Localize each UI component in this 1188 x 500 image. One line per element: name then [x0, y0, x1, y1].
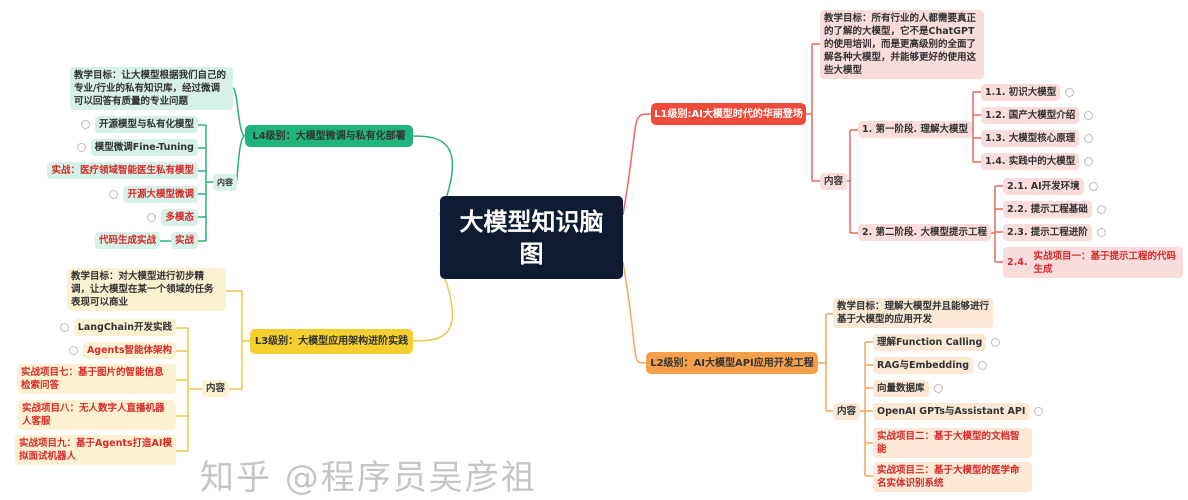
l2-project[interactable]: 实战项目二：基于大模型的文档智能 — [873, 428, 1032, 458]
l2-item[interactable]: 向量数据库 — [873, 380, 943, 397]
item-label: 1.3. 大模型核心原理 — [985, 133, 1076, 144]
l3-item[interactable]: 实战项目八：无人数字人直播机器人客服 — [18, 400, 176, 430]
count-badge-icon — [1096, 228, 1106, 237]
item-label: 多模态 — [165, 212, 194, 223]
l4-item[interactable]: 开源模型与私有化模型 — [80, 116, 198, 133]
l2-item[interactable]: RAG与Embedding — [873, 357, 988, 374]
count-badge-icon — [1065, 88, 1075, 97]
l2-topic[interactable]: L2级别：AI大模型API应用开发工程 — [646, 352, 818, 374]
l1-stage1-item[interactable]: 1.1. 初识大模型 — [981, 84, 1075, 101]
l4-subitem[interactable]: 代码生成实战 — [95, 232, 161, 249]
item-label: 实战项目一：基于提示工程的代码生成 — [1033, 250, 1176, 275]
item-label: OpenAI GPTs与Assistant API — [877, 406, 1026, 417]
l4-item[interactable]: 多模态 — [147, 209, 198, 226]
count-badge-icon — [109, 190, 119, 199]
l1-content[interactable]: 内容 — [820, 173, 848, 190]
watermark: 知乎 @程序员吴彦祖 — [200, 458, 537, 498]
l1-stage2-item[interactable]: 2.3. 提示工程进阶 — [1003, 224, 1106, 241]
count-badge-icon — [933, 384, 943, 393]
count-badge-icon — [1088, 182, 1098, 191]
item-label: 2.1. AI开发环境 — [1007, 181, 1080, 192]
l2-goal[interactable]: 教学目标：理解大模型并且能够进行基于大模型的应用开发 — [833, 298, 993, 328]
l1-stage1[interactable]: 1. 第一阶段. 理解大模型 — [858, 121, 972, 138]
l2-item[interactable]: OpenAI GPTs与Assistant API — [873, 403, 1044, 420]
item-number: 2.4. — [1007, 257, 1028, 268]
l3-item[interactable]: 实战项目七：基于图片的智能信息检索问答 — [17, 364, 176, 394]
item-label: 1.4. 实践中的大模型 — [985, 156, 1076, 167]
item-label: 1.2. 国产大模型介绍 — [985, 110, 1076, 121]
l2-content[interactable]: 内容 — [833, 403, 861, 420]
l1-topic[interactable]: L1级别:AI大模型时代的华丽登场 — [651, 103, 806, 125]
l3-content[interactable]: 内容 — [202, 380, 230, 397]
item-label: LangChain开发实践 — [77, 322, 172, 333]
l3-item[interactable]: LangChain开发实践 — [59, 319, 176, 336]
count-badge-icon — [991, 338, 1001, 347]
item-label: 开源模型与私有化模型 — [98, 119, 194, 130]
l3-topic[interactable]: L3级别：大模型应用架构进阶实践 — [250, 329, 413, 354]
l2-project[interactable]: 实战项目三：基于大模型的医学命名实体识别系统 — [873, 462, 1032, 492]
l4-item[interactable]: 实战 — [170, 232, 198, 249]
item-label: 2.2. 提示工程基础 — [1007, 204, 1088, 215]
count-badge-icon — [59, 323, 69, 332]
l3-goal[interactable]: 教学目标：对大模型进行初步精调，让大模型在某一个领域的任务表现可以商业 — [67, 268, 226, 311]
l1-stage1-item[interactable]: 1.2. 国产大模型介绍 — [981, 107, 1094, 124]
l4-topic[interactable]: L4级别：大模型微调与私有化部署 — [245, 125, 413, 147]
count-badge-icon — [1096, 205, 1106, 214]
l4-goal[interactable]: 教学目标：让大模型根据我们自己的专业/行业的私有知识库，经过微调可以回答有质量的… — [70, 67, 233, 110]
l1-stage2-item[interactable]: 2.1. AI开发环境 — [1003, 178, 1098, 195]
count-badge-icon — [1084, 157, 1094, 166]
l4-item[interactable]: 开源大模型微调 — [109, 186, 198, 203]
count-badge-icon — [1084, 134, 1094, 143]
item-label: 2.3. 提示工程进阶 — [1007, 227, 1088, 238]
count-badge-icon — [76, 143, 86, 152]
l3-item[interactable]: Agents智能体架构 — [68, 342, 176, 359]
l4-item[interactable]: 实战：医疗领域智能医生私有模型 — [47, 162, 198, 179]
l2-item[interactable]: 理解Function Calling — [873, 334, 1001, 351]
l4-item[interactable]: 模型微调Fine-Tuning — [76, 139, 198, 156]
item-label: 开源大模型微调 — [127, 189, 194, 200]
count-badge-icon — [1084, 111, 1094, 120]
l1-stage2-item[interactable]: 2.2. 提示工程基础 — [1003, 201, 1106, 218]
item-label: 模型微调Fine-Tuning — [94, 142, 194, 153]
item-label: Agents智能体架构 — [86, 345, 172, 356]
l3-item[interactable]: 实战项目九：基于Agents打造AI模拟面试机器人 — [15, 435, 176, 465]
item-label: 1.1. 初识大模型 — [985, 87, 1057, 98]
count-badge-icon — [1034, 407, 1044, 416]
count-badge-icon — [978, 361, 988, 370]
count-badge-icon — [147, 213, 157, 222]
l1-stage2-project[interactable]: 2.4. 实战项目一：基于提示工程的代码生成 — [1003, 247, 1183, 278]
l1-stage2[interactable]: 2. 第二阶段. 大模型提示工程 — [858, 224, 991, 241]
item-label: 向量数据库 — [877, 383, 925, 394]
l1-stage1-item[interactable]: 1.4. 实践中的大模型 — [981, 153, 1094, 170]
l1-stage1-item[interactable]: 1.3. 大模型核心原理 — [981, 130, 1094, 147]
l1-goal[interactable]: 教学目标：所有行业的人都需要真正的了解的大模型，它不是ChatGPT的使用培训，… — [820, 10, 984, 79]
count-badge-icon — [68, 346, 78, 355]
l4-content[interactable]: 内容 — [213, 174, 237, 191]
count-badge-icon — [80, 120, 90, 129]
central-topic[interactable]: 大模型知识脑图 — [440, 196, 623, 279]
item-label: RAG与Embedding — [877, 360, 970, 371]
item-label: 理解Function Calling — [877, 337, 983, 348]
